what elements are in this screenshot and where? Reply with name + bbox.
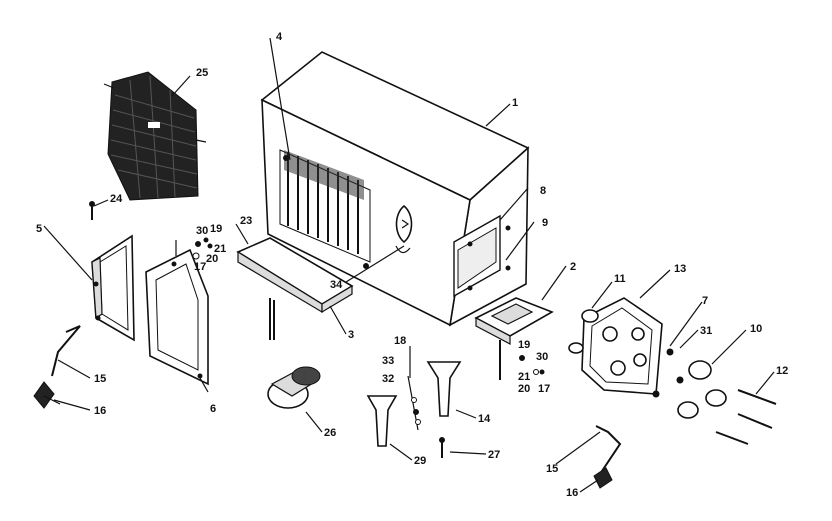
callout-21-left: 21 [214,243,226,255]
callout-17-right: 17 [538,383,550,395]
power-cord-left [33,325,81,409]
screw-27 [439,437,445,458]
hardware-cluster-right [519,355,545,375]
shelf-tray [236,237,354,340]
bolts-12 [715,389,777,445]
right-tray [474,297,554,380]
callout-25: 25 [196,67,208,79]
heating-element [283,150,369,269]
callout-31: 31 [700,325,712,337]
callout-1: 1 [512,97,518,109]
callout-20-right: 20 [518,383,530,395]
callout-3: 3 [348,329,354,341]
leader-lines [43,37,775,493]
callout-30-left: 30 [196,225,208,237]
side-panel-6 [145,240,209,386]
callout-18: 18 [394,335,406,347]
callout-6: 6 [210,403,216,415]
power-cord-right [593,425,622,489]
callout-19-right: 19 [518,339,530,351]
hardware-7-31 [652,348,684,398]
callout-34: 34 [330,279,343,291]
hardware-stack-32-33 [407,375,421,431]
callout-15-right: 15 [546,463,558,475]
foot-bracket-29 [366,395,398,447]
callout-11: 11 [614,273,626,285]
end-panel [581,297,663,395]
callout-2: 2 [570,261,576,273]
screw-24 [89,201,95,220]
callout-13: 13 [674,263,686,275]
callout-16-left: 16 [94,405,106,417]
grommets [568,309,599,354]
cabinet-housing [260,51,530,327]
grille-panel [103,71,207,201]
callout-7: 7 [702,295,708,307]
callout-20-left: 20 [206,253,218,265]
callout-14: 14 [478,413,491,425]
thermostat-bracket [395,204,413,254]
bushings-10 [677,360,727,419]
foot-bracket-14 [426,361,462,417]
callout-29: 29 [414,455,426,467]
callout-19-left: 19 [210,223,222,235]
hardware-cluster-left [192,237,213,260]
side-panel-5 [91,234,135,342]
callout-21-right: 21 [518,371,530,383]
callout-23: 23 [240,215,252,227]
callout-4: 4 [276,31,283,43]
callout-labels: 1 2 3 4 5 6 7 8 9 10 11 12 13 14 15 15 1… [36,31,788,499]
callout-17-left: 17 [194,261,206,273]
callout-10: 10 [750,323,762,335]
callout-26: 26 [324,427,336,439]
callout-5: 5 [36,223,42,235]
callout-12: 12 [776,365,788,377]
callout-27: 27 [488,449,500,461]
callout-8: 8 [540,185,546,197]
callout-32: 32 [382,373,394,385]
callout-24: 24 [110,193,123,205]
callout-30-right: 30 [536,351,548,363]
callout-33: 33 [382,355,394,367]
callout-16-right: 16 [566,487,578,499]
callout-9: 9 [542,217,548,229]
control-knob [267,366,321,409]
callout-15-left: 15 [94,373,106,385]
